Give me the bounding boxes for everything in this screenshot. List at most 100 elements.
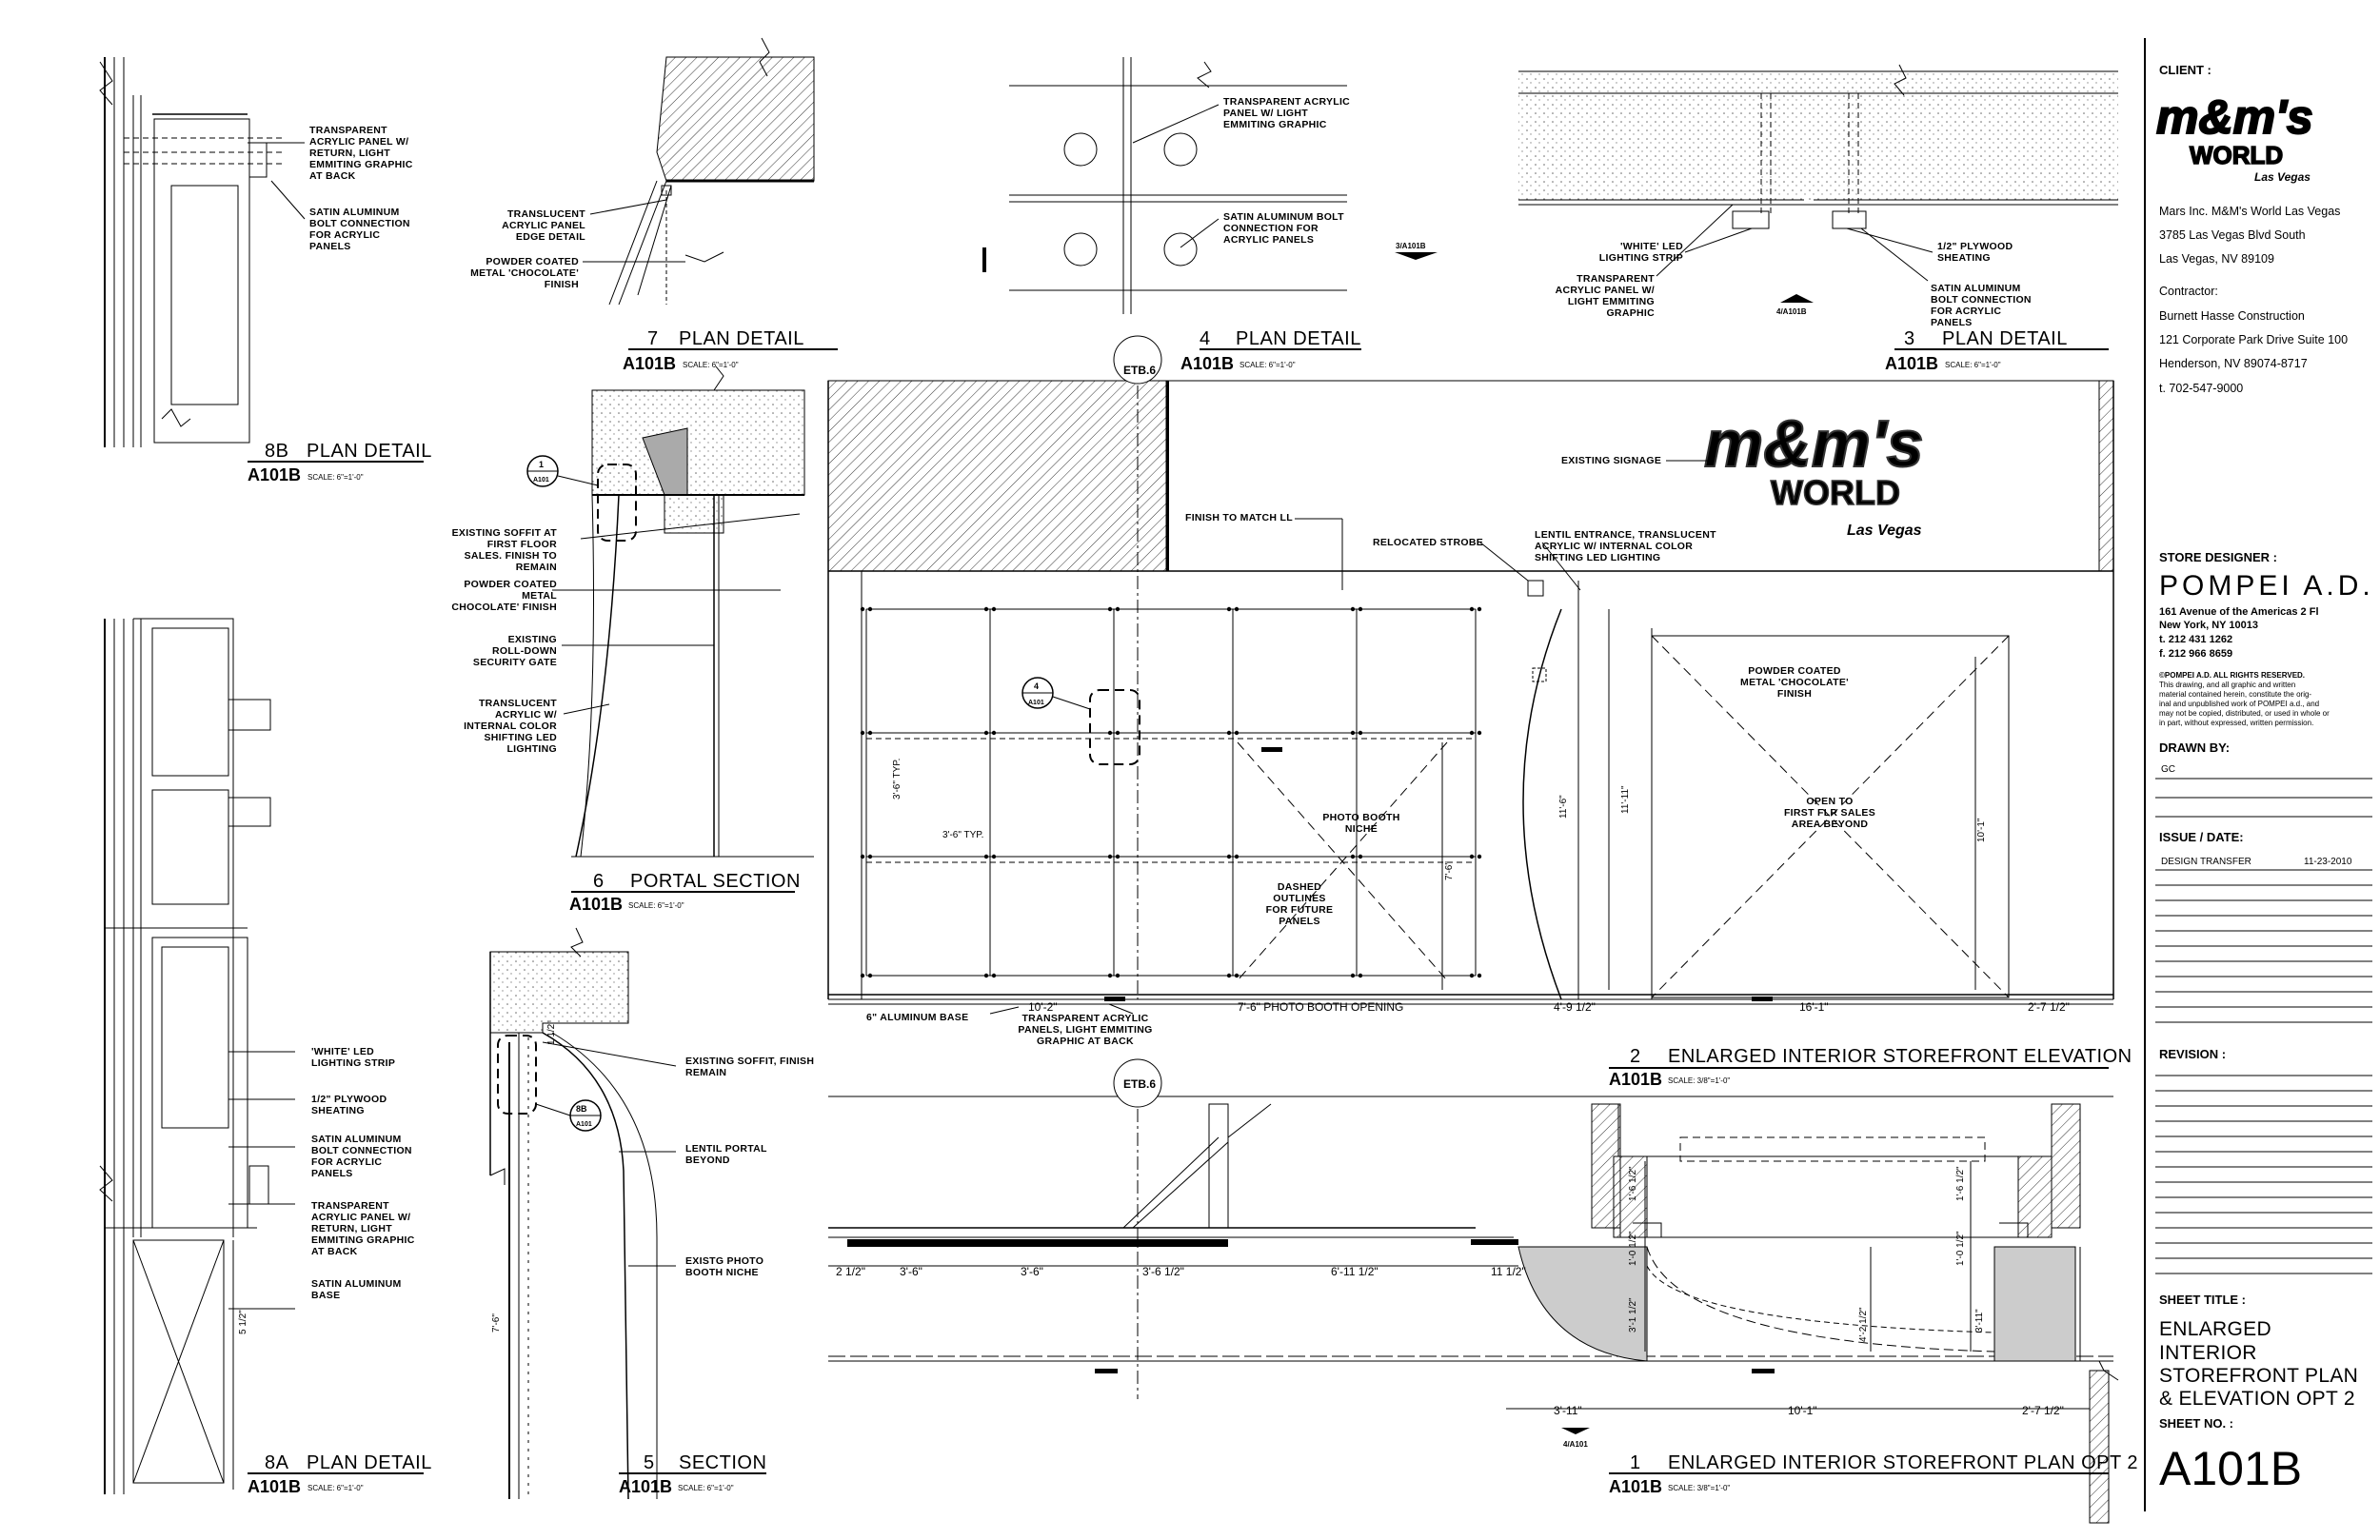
n7_2-line-2: FINISH <box>545 279 579 290</box>
detail-4-scale: SCALE: 6"=1'-0" <box>1240 361 1296 369</box>
n5_1-line-0: EXISTING SOFFIT, FINISH <box>685 1056 814 1067</box>
svg-text:material contained herein, con: material contained herein, constitute th… <box>2159 690 2311 699</box>
bolt-point <box>1115 730 1121 736</box>
elev-vdim-4: 11'-11" <box>1620 785 1631 814</box>
plan-dim-6: 11 1/2" <box>1491 1265 1526 1278</box>
n2_lentil-line-0: LENTIL ENTRANCE, TRANSLUCENT <box>1535 529 1716 541</box>
n3_2-line-2: LIGHT EMMITING <box>1568 296 1655 307</box>
bolt-point <box>1226 730 1232 736</box>
n2_dashed-line-1: OUTLINES <box>1273 893 1325 904</box>
n2_powder-line-0: POWDER COATED <box>1748 665 1841 677</box>
n2_powder-line-1: METAL 'CHOCOLATE' <box>1740 677 1849 688</box>
bolt-point <box>1358 606 1363 612</box>
n8a_4-line-4: AT BACK <box>311 1246 358 1257</box>
detail-1-number: 1 <box>1630 1452 1641 1473</box>
detail-5-title: SECTION <box>679 1452 766 1473</box>
issue-date-label: ISSUE / DATE: <box>2159 830 2244 844</box>
issue-date: 11-23-2010 <box>2304 857 2352 867</box>
contractor-label: Contractor: <box>2159 285 2218 298</box>
n2_booth-line-0: PHOTO BOOTH <box>1322 812 1399 823</box>
etb-marker-plan: ETB.6 <box>1123 1077 1156 1091</box>
elev-dim-2: 7'-6" PHOTO BOOTH OPENING <box>1238 1000 1403 1014</box>
elev-vdim-3: 11'-6" <box>1558 795 1569 819</box>
n6_1-line-3: REMAIN <box>516 562 557 573</box>
plan-vdim-2: 1'-6 1/2" <box>1955 1166 1966 1201</box>
plan-section-ref: 4/A101 <box>1563 1440 1588 1449</box>
bolt-point <box>1226 606 1232 612</box>
svg-text:WORLD: WORLD <box>2190 141 2283 169</box>
n8a_2-line-0: 1/2" PLYWOOD <box>311 1094 387 1105</box>
n5_3-line-0: EXISTG PHOTO <box>685 1255 764 1267</box>
bolt-point <box>1469 730 1475 736</box>
n4_2-line-0: SATIN ALUMINUM BOLT <box>1223 211 1344 223</box>
contractor-line-2: 121 Corporate Park Drive Suite 100 <box>2159 333 2348 346</box>
n8a_4-line-3: EMMITING GRAPHIC <box>311 1234 415 1246</box>
n8a_4-line-2: RETURN, LIGHT <box>311 1223 392 1234</box>
bolt-point <box>1469 973 1475 978</box>
n6_4-line-2: INTERNAL COLOR <box>464 721 557 732</box>
plan-dim-3: 3'-6" <box>1021 1265 1043 1278</box>
n4_1-line-0: TRANSPARENT ACRYLIC <box>1223 96 1350 108</box>
detail-3-number: 3 <box>1904 328 1915 349</box>
bolt-point <box>860 730 865 736</box>
n7_1-line-1: ACRYLIC PANEL <box>502 220 585 231</box>
sheet-title-line-2: INTERIOR <box>2159 1342 2257 1364</box>
plan-dim-2: 3'-6" <box>900 1265 922 1278</box>
n8a_3-line-1: BOLT CONNECTION <box>311 1145 412 1156</box>
n4_1-line-2: EMMITING GRAPHIC <box>1223 119 1327 130</box>
detail-6-scale: SCALE: 6"=1'-0" <box>628 901 684 910</box>
svg-text:t. 212 431 1262: t. 212 431 1262 <box>2159 634 2232 645</box>
svg-text:m&m's: m&m's <box>1704 406 1924 481</box>
n6_3-line-1: ROLL-DOWN <box>492 645 557 657</box>
n2_lentil-line-2: SHIFTING LED LIGHTING <box>1535 552 1660 563</box>
bolt-point <box>991 854 997 859</box>
n2_transp-line-2: GRAPHIC AT BACK <box>1037 1036 1134 1047</box>
detail-6-title: PORTAL SECTION <box>630 871 801 892</box>
plan-lower-dim-1: 3'-11" <box>1554 1404 1582 1417</box>
elev-vdim-5: 7'-6" <box>1444 861 1455 880</box>
svg-text:f. 212 966 8659: f. 212 966 8659 <box>2159 648 2232 660</box>
n8a_3-line-0: SATIN ALUMINUM <box>311 1134 402 1145</box>
n5_2-line-1: BEYOND <box>685 1155 730 1166</box>
n8a_1-line-1: LIGHTING STRIP <box>311 1057 395 1069</box>
issue-name: DESIGN TRANSFER <box>2161 857 2251 867</box>
detail-2-number: 2 <box>1630 1046 1641 1067</box>
plan-vdim-1: 1'-6 1/2" <box>1628 1166 1638 1201</box>
plan-vdim-5: 3'-1 1/2" <box>1628 1297 1638 1333</box>
svg-text:This drawing, and all graphic: This drawing, and all graphic and writte… <box>2159 681 2295 689</box>
drawn-by-label: DRAWN BY: <box>2159 740 2230 755</box>
svg-text:161 Avenue of the Americas 2 F: 161 Avenue of the Americas 2 Fl <box>2159 606 2319 618</box>
n2_dashed-line-3: PANELS <box>1279 916 1320 927</box>
n8b_2-line-3: PANELS <box>309 241 351 252</box>
detail-5-tag-number: 8B <box>576 1104 587 1114</box>
detail-4-ref: A101B <box>1180 354 1234 373</box>
detail-8a-scale: SCALE: 6"=1'-0" <box>307 1484 364 1492</box>
n3_3-line-0: 1/2" PLYWOOD <box>1937 241 2013 252</box>
n6_4-line-4: LIGHTING <box>506 743 557 755</box>
detail-3-section-ref: 4/A101B <box>1776 307 1807 316</box>
elev-vdim-2: 3'-6" TYP. <box>942 830 983 840</box>
n5_1-line-1: REMAIN <box>685 1067 726 1078</box>
bolt-point <box>1350 973 1356 978</box>
n8b_2-line-0: SATIN ALUMINUM <box>309 207 400 218</box>
elev-dim-1: 10'-2" <box>1028 1000 1058 1014</box>
plan-lower-dim-2: 10'-1" <box>1788 1404 1817 1417</box>
bolt-point <box>1477 854 1482 859</box>
svg-text:inal and unpublished work of P: inal and unpublished work of POMPEI a.d.… <box>2159 700 2319 708</box>
detail-3-ref: A101B <box>1885 354 1938 373</box>
elev-vdim-6: 10'-1" <box>1976 818 1987 842</box>
detail-6-tag-sheet: A101 <box>533 477 549 484</box>
n8a_4-line-0: TRANSPARENT <box>311 1200 389 1212</box>
sheet-title-line-4: & ELEVATION OPT 2 <box>2159 1388 2355 1410</box>
detail-4-number: 4 <box>1200 328 1211 349</box>
n2_transp-line-1: PANELS, LIGHT EMMITING <box>1018 1024 1152 1036</box>
bolt-point <box>1115 606 1121 612</box>
